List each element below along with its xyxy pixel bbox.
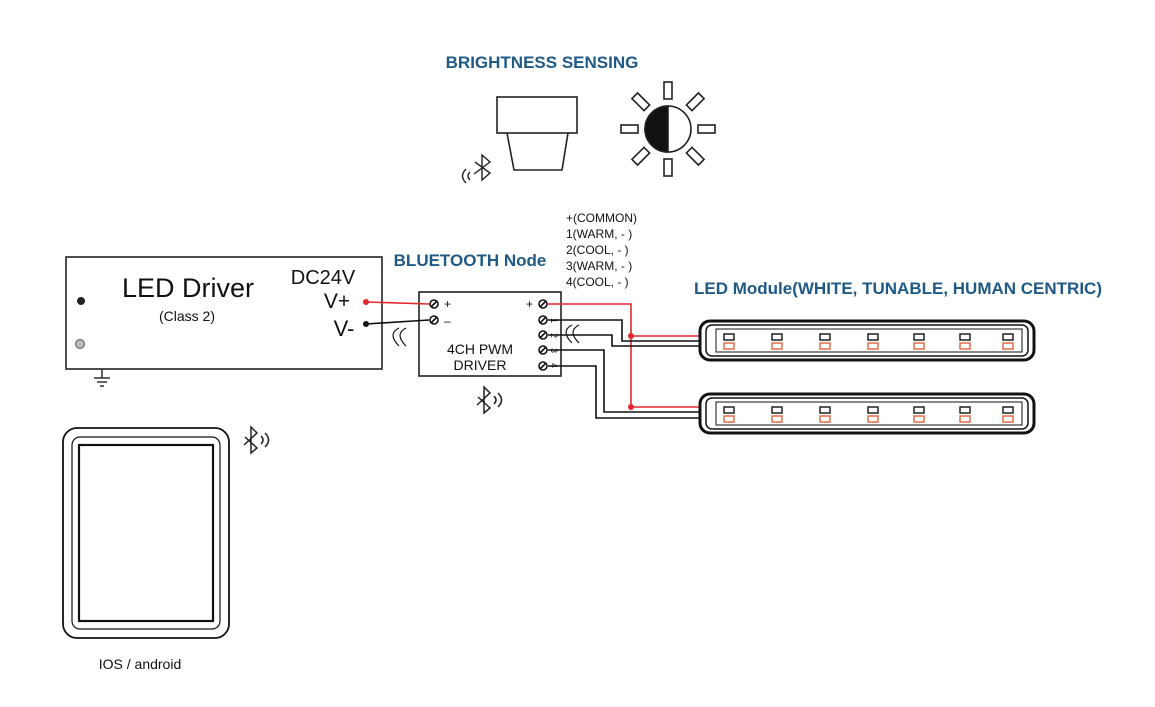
brightness-sensing-title: BRIGHTNESS SENSING [446, 53, 639, 72]
wires [363, 299, 700, 419]
led-driver-class: (Class 2) [159, 308, 215, 324]
ground-icon [94, 369, 110, 387]
sun-icon [620, 81, 716, 177]
driver-voltage-label: DC24V [291, 267, 356, 289]
screw-terminal-icon [429, 299, 548, 371]
led-module-title: LED Module(WHITE, TUNABLE, HUMAN CENTRIC… [694, 279, 1102, 298]
tablet-bluetooth-icon [243, 425, 270, 455]
output-common: +(COMMON) [566, 211, 637, 225]
led-module-2 [698, 392, 1036, 435]
driver-vplus-label: V+ [324, 290, 350, 313]
output-2: 2(COOL, - ) [566, 243, 629, 257]
pwm-line2: DRIVER [454, 357, 507, 373]
output-1: 1(WARM, - ) [566, 227, 632, 241]
tablet-label: IOS / android [99, 656, 182, 672]
pwm-in-minus: – [444, 314, 451, 328]
output-4: 4(COOL, - ) [566, 275, 629, 289]
driver-vminus-label: V- [334, 316, 355, 341]
pwm-driver-box [418, 291, 562, 377]
pwm-line1: 4CH PWM [447, 341, 513, 357]
led-chips-1 [723, 333, 1014, 350]
led-driver-box [65, 256, 383, 370]
bluetooth-node-title: BLUETOOTH Node [394, 251, 547, 270]
sensor-bluetooth-icon [461, 153, 492, 184]
led-module-1 [698, 319, 1036, 362]
pwm-bluetooth-icon [476, 385, 503, 415]
tablet-device [62, 427, 230, 639]
brightness-sensor [496, 96, 578, 171]
output-3: 3(WARM, - ) [566, 259, 632, 273]
pwm-in-plus: + [444, 297, 451, 311]
led-driver-title: LED Driver [122, 273, 254, 303]
output-labels: +(COMMON) 1(WARM, - ) 2(COOL, - ) 3(WARM… [566, 211, 637, 289]
pwm-out-plus: + [526, 297, 533, 311]
led-chips-2 [723, 406, 1014, 423]
